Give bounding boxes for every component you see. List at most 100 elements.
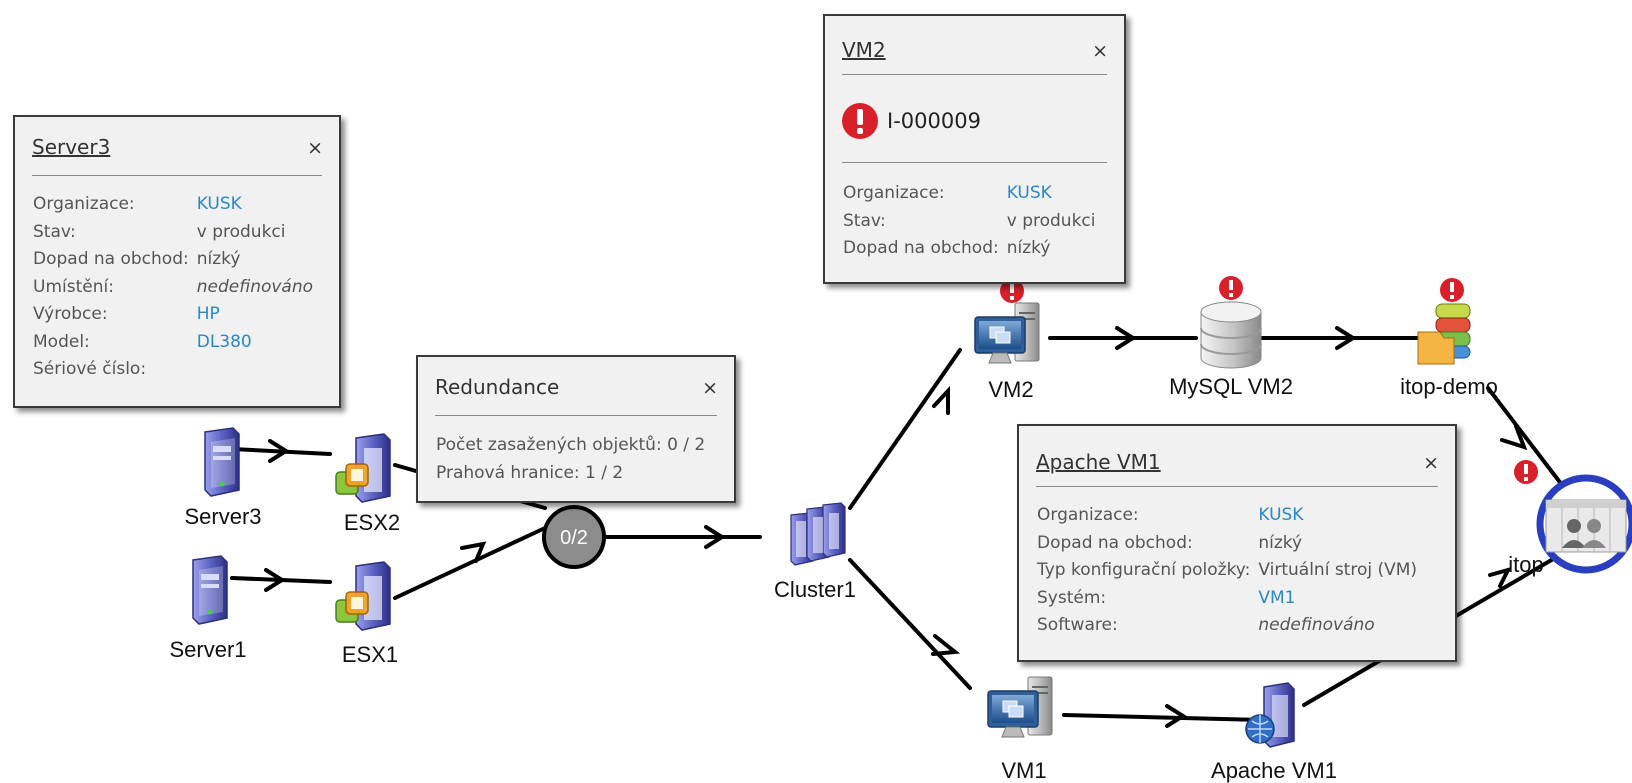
web-server-icon [1245,682,1295,748]
property-row: Organizace: KUSK [843,180,1096,208]
property-row: Dopad na obchod: nízký [843,235,1096,263]
server3-details-popup: Server3 × Organizace: KUSK Stav: v produ… [13,115,341,408]
alert-icon [1514,460,1538,484]
property-label: Software: [1037,615,1118,635]
node-esx1[interactable]: ESX1 [335,561,398,667]
edge-cluster1-vm2 [848,348,962,510]
node-vm2[interactable]: VM2 [974,279,1040,402]
node-label: itop [1508,552,1543,577]
popup-title-link[interactable]: Server3 [32,135,111,159]
node-vm1[interactable]: VM1 [987,676,1053,783]
hypervisor-icon [335,561,391,631]
property-label: Organizace: [33,194,135,214]
properties-table: Organizace: KUSK Stav: v produkci Dopad … [33,191,313,384]
edge-arrow-apache-itop [1488,566,1512,588]
property-label: Dopad na obchod: [843,238,999,258]
edge-itopdemo-itop [1486,386,1564,487]
property-label: Organizace: [843,183,945,203]
cluster-icon [790,502,846,566]
property-row: Výrobce: HP [33,301,313,329]
property-row: Stav: v produkci [33,219,313,247]
node-itop[interactable]: itop [1508,460,1632,577]
edge-arrow-esx1-counter [460,541,487,563]
impacted-objects-text: Počet zasažených objektů: 0 / 2 [436,435,706,455]
popup-title-link[interactable]: Apache VM1 [1036,450,1161,474]
close-icon[interactable]: × [1423,452,1439,474]
property-row: Stav: v produkci [843,208,1096,236]
popup-divider [1036,486,1438,487]
edge-arrow-mysql-itopdemo [1335,326,1357,350]
node-apache-vm1[interactable]: Apache VM1 [1211,682,1337,783]
property-label: Typ konfigurační položky: [1037,560,1251,580]
node-itop-demo[interactable]: itop-demo [1400,278,1498,399]
node-label: ESX2 [344,510,400,535]
property-row: Systém: VM1 [1037,585,1417,613]
virtual-machine-icon [987,676,1053,738]
close-icon[interactable]: × [702,377,718,399]
node-label: itop-demo [1400,374,1498,399]
node-mysql-vm2[interactable]: MySQL VM2 [1169,276,1293,399]
property-label: Výrobce: [33,304,108,324]
property-row: Dopad na obchod: nízký [33,246,313,274]
properties-table: Organizace: KUSK Stav: v produkci Dopad … [843,180,1096,263]
popup-title-link[interactable]: VM2 [842,38,886,62]
location-value: nedefinováno [196,276,314,297]
ci-type-value: Virtuální stroj (VM) [1258,560,1418,580]
redundancy-counter-value: 0/2 [560,527,588,549]
property-label: Stav: [843,210,886,231]
popup-title: Redundance [435,375,560,399]
edge-server3-esx2 [230,447,332,456]
node-label: VM2 [988,377,1033,402]
popup-divider [842,162,1107,163]
node-cluster1[interactable]: Cluster1 [774,502,856,602]
edge-arrow-server1-esx1 [264,568,286,592]
incident-ticket[interactable]: I-000009 [841,102,981,140]
edge-arrow-counter-cluster1 [704,525,726,549]
database-instance-icon [1417,303,1471,365]
application-solution-icon [1545,499,1627,553]
organization-link[interactable]: KUSK [196,194,242,214]
alert-icon [1000,279,1024,303]
status-value: v produkci [1006,210,1096,231]
node-server1[interactable]: Server1 [169,555,247,662]
edge-vm1-apache [1062,713,1264,722]
property-label: Dopad na obchod: [1037,532,1193,553]
hypervisor-icon [335,433,391,503]
edge-esx1-counter [393,526,547,600]
organization-link[interactable]: KUSK [1258,505,1304,525]
node-server3[interactable]: Server3 [184,427,262,529]
server-icon [204,427,240,497]
alert-icon [842,103,878,139]
redundancy-counter-node[interactable]: 0/2 [542,505,606,569]
property-row: Model: DL380 [33,329,313,357]
popup-divider [842,74,1107,75]
threshold-text: Prahová hranice: 1 / 2 [436,463,624,483]
property-label: Umístění: [33,276,114,297]
edge-arrow-vm1-apache [1165,704,1187,728]
brand-link[interactable]: HP [196,304,220,324]
close-icon[interactable]: × [1092,40,1108,62]
redundancy-details: Počet zasažených objektů: 0 / 2 Prahová … [436,431,705,487]
system-link[interactable]: VM1 [1258,587,1296,608]
software-value: nedefinováno [1258,615,1375,635]
model-link[interactable]: DL380 [196,331,252,352]
alert-icon [1440,278,1464,302]
organization-link[interactable]: KUSK [1006,183,1052,203]
database-icon [1200,301,1262,369]
property-row: Organizace: KUSK [1037,502,1417,530]
edge-arrow-cluster1-vm1 [931,634,961,656]
redundancy-popup: Redundance × Počet zasažených objektů: 0… [416,355,736,503]
node-label: Server1 [169,637,246,662]
property-label: Model: [33,331,90,352]
property-row: Software: nedefinováno [1037,612,1417,640]
popup-divider [435,415,717,416]
node-label: Server3 [184,504,261,529]
close-icon[interactable]: × [307,137,323,159]
business-impact-value: nízký [1006,238,1051,258]
edge-arrow-cluster1-vm2 [932,385,950,415]
node-esx2[interactable]: ESX2 [335,433,400,535]
ticket-reference: I-000009 [887,109,981,133]
server-icon [192,555,228,625]
node-label: Apache VM1 [1211,758,1337,783]
property-row: Dopad na obchod: nízký [1037,530,1417,558]
